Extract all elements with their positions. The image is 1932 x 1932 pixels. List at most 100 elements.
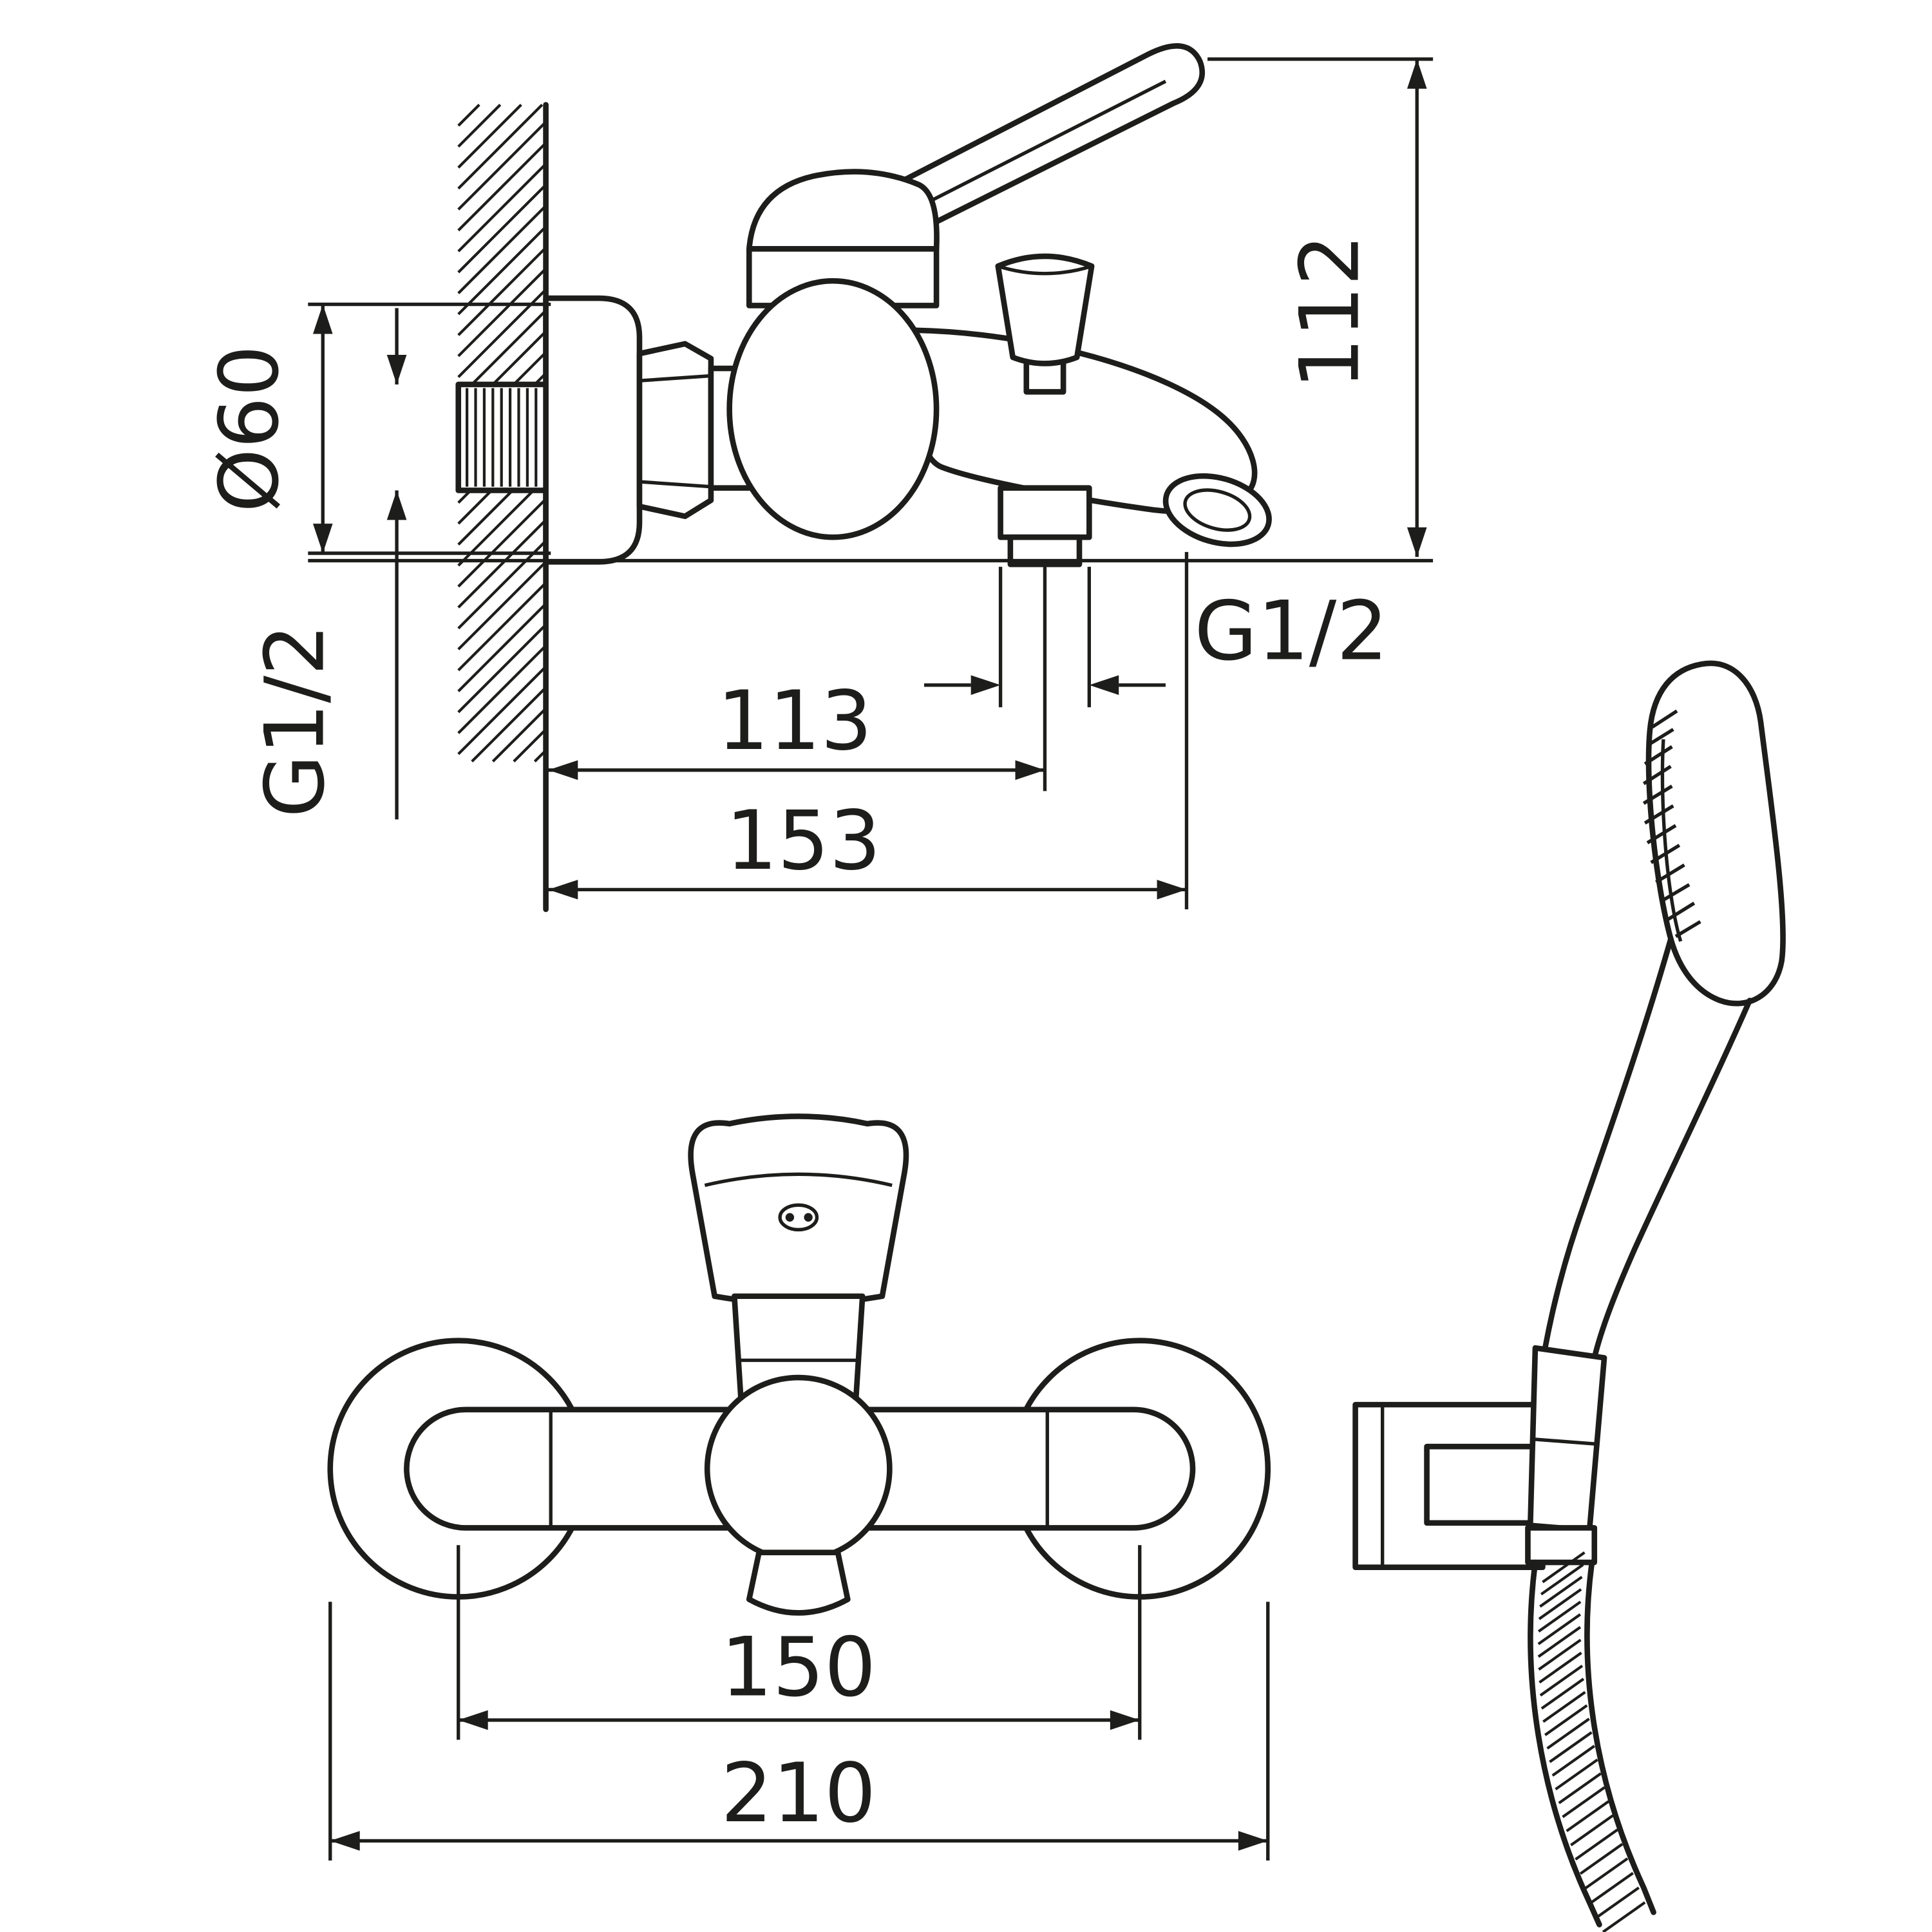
shower-face-line [1660,739,1683,942]
hatch-line [1566,1800,1609,1832]
hatch-line [457,645,547,734]
hatch-line [1546,1718,1590,1750]
hose-nut [1525,1525,1598,1566]
hatch-line [1540,1563,1584,1596]
hatch-line [457,104,480,127]
dim-label-inlet-spacing: 150 [721,1620,876,1715]
hatch-line [457,267,547,357]
diverter-knob [995,253,1095,395]
hatch-line [1537,1625,1582,1658]
arrow-150-right [1110,1710,1140,1730]
extension-lines [308,57,1434,1861]
hatch-line [1558,1772,1602,1804]
hatch-line [1542,1551,1586,1584]
dim-label-outlet-thread: G1/2 [1195,584,1388,679]
diverter-cap-top-line [997,264,1092,276]
hatch-line [471,687,547,762]
arrow-210-right [1238,1831,1268,1851]
spout-outlet [1162,473,1272,547]
hatch-line [1539,1664,1584,1697]
shower-face-hatch [1642,709,1701,938]
shower-handle-left-edge [1542,936,1674,1351]
arrow-inlet-thread-top [386,355,407,384]
shower-handle-right-edge [1591,998,1753,1361]
handle-front-top-line [704,1172,893,1188]
hatch-line [1538,1588,1582,1620]
hatch-line [457,665,547,755]
hatch-line [457,518,547,609]
side-view [455,43,1272,913]
dimension-arrows [312,59,1427,1851]
arrow-112-top [1406,59,1427,89]
spout-mouth-inner [1183,488,1252,532]
hatch-line [1539,1651,1582,1684]
hatch-line [457,162,547,252]
hatch-line [1539,1575,1583,1608]
hatch-line [1579,1842,1624,1875]
hatch-line [1551,1745,1595,1777]
bar-joint-lines [549,1412,1049,1526]
nut-facet-lines [639,374,712,489]
hatch-line [457,104,502,148]
hatch-line [491,707,547,762]
hatch-line [457,247,547,336]
arrow-113-right [1015,760,1045,781]
hatch-line [1570,1814,1614,1846]
hot-dot [785,1213,795,1222]
hatch-line [457,498,547,588]
dim-label-total-height: 112 [1282,234,1377,390]
dim-label-wall-to-diverter: 113 [717,674,873,768]
hatch-line [1562,1786,1605,1819]
diverter-front [746,1549,851,1616]
handle-dome [746,169,940,252]
arrow-150-left [458,1710,488,1730]
hatch-line [457,603,547,692]
dim-label-overall-width: 210 [721,1746,876,1841]
arrow-d60-top [312,304,333,334]
hatch-line [457,142,547,232]
arrow-112-bottom [1406,527,1427,557]
hatch-line [457,104,522,169]
shower-outlet [998,485,1092,567]
hatch-line [1575,1828,1618,1861]
arrow-153-left [548,880,578,900]
arrow-113-left [548,760,578,781]
hatch-line [1538,1638,1582,1671]
arrow-outlet-left [971,675,1001,696]
arrow-210-left [330,1831,360,1851]
shower-head [1645,660,1786,1007]
hatch-line [457,205,547,294]
shower-outlet-body [998,485,1092,540]
hatch-line [457,225,547,316]
hatch-line [1596,1886,1640,1918]
hatch-line [1537,1613,1582,1645]
hatch-line [1555,1758,1598,1791]
hose-right-edge [1584,1559,1656,1915]
hatch-line [1549,1731,1593,1763]
shower-hose [1525,1525,1656,1932]
shower-holder [1352,1401,1546,1570]
hatch-line [1584,1857,1629,1889]
hatch-line [1537,1600,1582,1633]
hatch-line [1540,1678,1585,1710]
hatch-line [1590,1871,1634,1904]
front-view [327,1113,1271,1616]
dim-label-wall-to-spout: 153 [726,793,881,888]
hose-hatch [1537,1551,1646,1932]
escutcheon [543,295,643,565]
cone-line [1532,1437,1597,1446]
hatch-line [1544,1704,1588,1736]
handle-front [688,1113,909,1307]
hatch-line [457,540,547,630]
arrow-153-right [1157,880,1187,900]
arrow-inlet-thread-bottom [386,490,407,520]
hand-shower [1352,660,1786,1932]
hatch-line [457,623,547,714]
dimensions: Ø60 G1/2 112 G1/2 113 153 150 210 [202,57,1434,1861]
dim-label-inlet-thread: G1/2 [247,624,342,818]
hatch-line [513,728,547,762]
indicator-ring [778,1203,819,1232]
cold-dot [804,1213,813,1222]
hatch-line [1602,1901,1646,1932]
